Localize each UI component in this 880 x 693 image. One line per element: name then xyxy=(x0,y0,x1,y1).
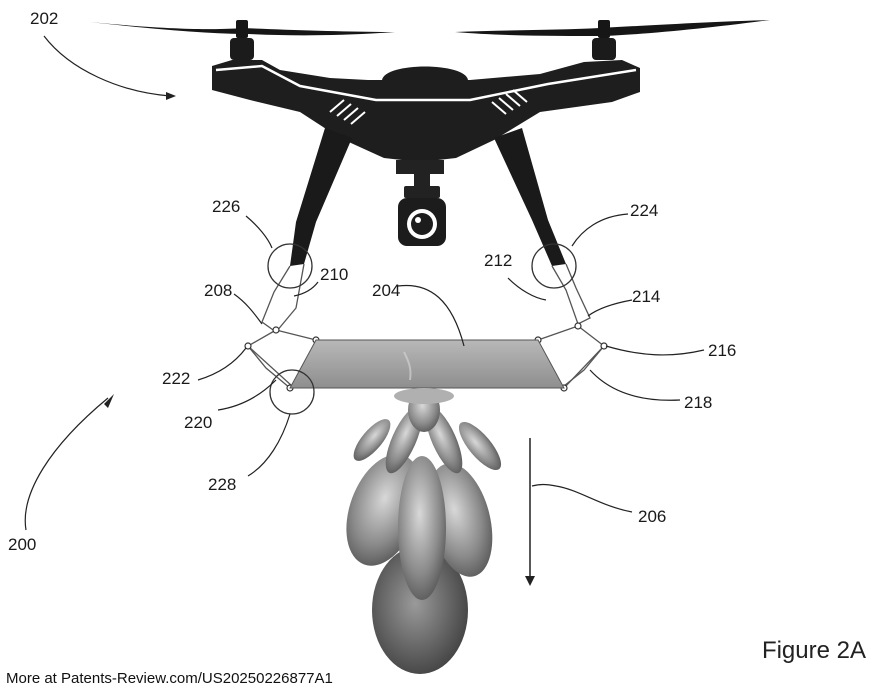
drone-body xyxy=(212,60,640,162)
ref-222: 222 xyxy=(162,369,190,388)
ref-228: 228 xyxy=(208,475,236,494)
drone-dome xyxy=(382,66,468,80)
system-arrow-icon xyxy=(104,394,114,408)
ref-204: 204 xyxy=(372,281,400,300)
payload-platform xyxy=(289,339,565,389)
ref-216: 216 xyxy=(708,341,736,360)
callout-circle-left xyxy=(267,243,313,289)
left-propeller xyxy=(90,20,395,60)
ref-200: 200 xyxy=(8,535,36,554)
ref-210: 210 xyxy=(320,265,348,284)
drone xyxy=(90,20,770,266)
ref-218: 218 xyxy=(684,393,712,412)
ref-206: 206 xyxy=(638,507,666,526)
callout-circle-bottom xyxy=(269,369,315,415)
down-arrow-icon xyxy=(525,438,535,586)
ref-212: 212 xyxy=(484,251,512,270)
leader-lines xyxy=(24,35,705,531)
right-vent-icon xyxy=(491,89,528,115)
left-harness xyxy=(247,263,317,389)
right-propeller xyxy=(455,20,770,60)
ref-224: 224 xyxy=(630,201,658,220)
ref-220: 220 xyxy=(184,413,212,432)
plume-payload xyxy=(346,388,502,674)
ref-226: 226 xyxy=(212,197,240,216)
ref-208: 208 xyxy=(204,281,232,300)
ref-214: 214 xyxy=(632,287,660,306)
left-vent-icon xyxy=(329,99,366,125)
camera-gimbal xyxy=(396,160,446,246)
right-landing-leg xyxy=(494,128,566,266)
footer-source-link[interactable]: More at Patents-Review.com/US20250226877… xyxy=(6,670,333,687)
callout-circle-right xyxy=(531,243,577,289)
drone-arrow-icon xyxy=(166,92,176,100)
ref-202: 202 xyxy=(30,9,58,28)
figure-label: Figure 2A xyxy=(761,637,866,664)
left-landing-leg xyxy=(290,128,352,266)
